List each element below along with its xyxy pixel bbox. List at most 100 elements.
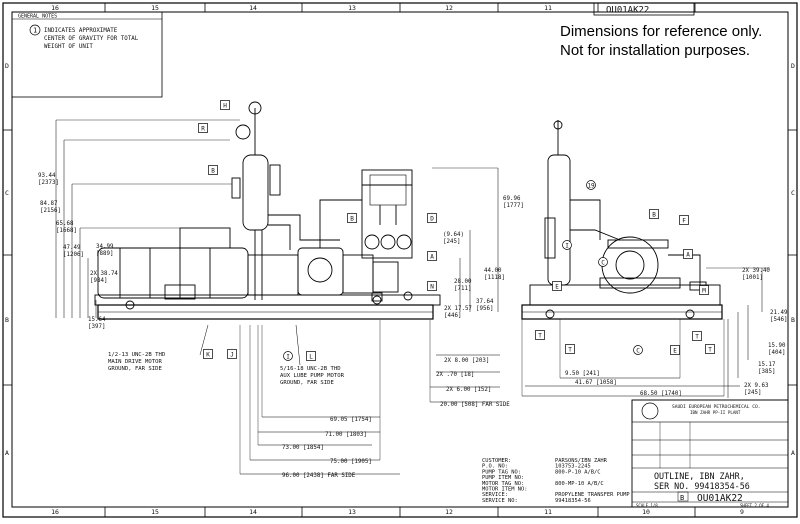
bottom-zone-label: 15	[151, 508, 159, 516]
callout-balloon-label: I	[286, 353, 290, 360]
horizontal-dim-label: 75.00 [1905]	[330, 459, 372, 465]
callout-balloon-shape	[198, 123, 208, 133]
notice-line-1: Dimensions for reference only.	[560, 23, 763, 40]
vertical-dim-metric: [711]	[454, 286, 471, 292]
callout-balloon-label: H	[223, 102, 227, 109]
thread-note-1-line-2: MAIN DRIVE MOTOR	[108, 359, 163, 365]
callout-balloon-shape	[705, 344, 715, 354]
vertical-dim-value: 44.00	[484, 268, 502, 274]
vertical-dim-value: 47.49	[63, 245, 81, 251]
customer-field-value: 103753-2245	[555, 464, 591, 470]
customer-field-label: PUMP TAG NO:	[482, 469, 521, 475]
left-row-label: C	[5, 189, 9, 197]
note-line-2: CENTER OF GRAVITY FOR TOTAL	[44, 36, 139, 42]
customer-field-value: PROPYLENE TRANSFER PUMP	[555, 492, 630, 498]
thread-note-1-line-1: 1/2-13 UNC-2B THD	[108, 352, 166, 358]
thread-notes: 1/2-13 UNC-2B THD MAIN DRIVE MOTOR GROUN…	[108, 352, 345, 386]
horizontal-dim-label: 20.00 [508] FAR SIDE	[440, 402, 510, 408]
vertical-dim-metric: [1206]	[63, 252, 84, 258]
callout-balloon-shape	[699, 285, 709, 295]
callout-balloon-label: T	[695, 333, 699, 340]
callout-balloon-label: T	[538, 332, 542, 339]
callout-balloon-label: E	[673, 347, 677, 354]
inner-border	[11, 11, 789, 508]
callout-balloon-shape	[535, 330, 545, 340]
thread-note-2-line-2: AUX LUBE PUMP MOTOR	[280, 373, 345, 379]
horizontal-dim-label: 2X 8.00 [203]	[444, 358, 489, 364]
vertical-dim-metric: [2156]	[40, 208, 61, 214]
callout-balloon-shape	[427, 251, 437, 261]
callout-balloon-label: C	[636, 347, 640, 354]
callout-balloon-shape	[633, 345, 643, 355]
vertical-dim-metric: [404]	[768, 350, 785, 356]
vertical-dim-value: 2X 17.57	[444, 306, 472, 312]
callout-balloon-label: T	[708, 346, 712, 353]
callout-balloon-label: M	[702, 287, 706, 294]
vertical-dim-value: (9.64)	[443, 232, 464, 238]
callout-balloon-label: E	[555, 283, 559, 290]
callout-balloon-label: I	[565, 242, 569, 249]
notes-header: GENERAL NOTES	[18, 14, 57, 20]
vertical-dim-value: 93.44	[38, 173, 56, 179]
callout-balloon-shape	[220, 100, 230, 110]
vertical-dim-value: 28.00	[454, 279, 472, 285]
callout-balloon-label: R	[201, 125, 205, 132]
note-line-3: WEIGHT OF UNIT	[44, 44, 93, 50]
cg-symbol-icon	[29, 24, 41, 36]
callout-balloon-shape	[283, 351, 293, 361]
callout-balloon-label: 19	[587, 182, 595, 189]
callout-balloon-shape	[227, 349, 237, 359]
left-row-label: B	[5, 316, 9, 324]
callout-balloon-shape	[552, 281, 562, 291]
top-zone-label: 15	[151, 4, 159, 12]
customer-field-value: 800-MP-10 A/B/C	[555, 481, 604, 487]
right-row-label: B	[791, 316, 795, 324]
vertical-dim-value: 84.87	[40, 201, 58, 207]
callout-balloon-label: A	[430, 253, 434, 260]
vertical-dim-metric: [397]	[88, 324, 105, 330]
customer-field-label: MOTOR ITEM NO:	[482, 487, 527, 493]
callout-balloon-label: A	[686, 251, 690, 258]
callout-balloon-label: C	[601, 259, 605, 266]
bottom-zone-label: 12	[445, 508, 453, 516]
callout-balloon-shape	[649, 209, 659, 219]
customer-field-label: P.O. NO:	[482, 464, 508, 470]
vertical-dim-value: 69.96	[503, 196, 521, 202]
vertical-dim-value: 2X 39.40	[742, 268, 770, 274]
vertical-dim-metric: [245]	[443, 239, 460, 245]
vertical-dim-value: 15.90	[768, 343, 786, 349]
cg-symbol-number: 1	[33, 27, 37, 35]
horizontal-dim-label: 73.00 [1854]	[282, 445, 324, 451]
thread-note-2-line-3: GROUND, FAR SIDE	[280, 380, 335, 386]
vertical-dim-value: 2X 9.63	[744, 383, 769, 389]
callout-balloon-label: N	[430, 283, 434, 290]
title-drawing-number: OU01AK22	[697, 493, 743, 504]
callout-balloon-label: L	[309, 353, 313, 360]
zone-ticks	[3, 3, 797, 517]
plant-name: IBN ZAHR PP-II PLANT	[690, 410, 741, 415]
vertical-dim-metric: [446]	[444, 313, 461, 319]
horizontal-dim-label: 71.00 [1803]	[325, 432, 367, 438]
callout-balloon-shape	[586, 180, 596, 190]
title-line-1: OUTLINE, IBN ZAHR,	[654, 471, 745, 481]
right-row-label: C	[791, 189, 795, 197]
customer-field-value: 99418354-56	[555, 498, 591, 504]
callout-balloon-label: F	[682, 217, 686, 224]
customer-field-label: CUSTOMER:	[482, 458, 511, 464]
vertical-dim-metric: [385]	[758, 369, 775, 375]
customer-info-block: CUSTOMER:P.O. NO:PUMP TAG NO:PUMP ITEM N…	[482, 458, 630, 504]
title-line-2: SER NO. 99418354-56	[654, 481, 750, 491]
horizontal-dim-label: 96.00 [2438] FAR SIDE	[282, 473, 356, 479]
company-logo-icon	[641, 402, 659, 420]
vertical-dimensions: 93.44[2373]84.87[2156]65.68[1668]47.49[1…	[38, 173, 788, 396]
top-zone-label: 14	[249, 4, 257, 12]
vertical-dim-value: 65.68	[56, 221, 74, 227]
right-row-label: A	[791, 449, 795, 457]
callout-balloon-shape	[562, 240, 572, 250]
callout-balloon-shape	[670, 345, 680, 355]
vertical-dim-value: 34.99	[96, 244, 114, 250]
